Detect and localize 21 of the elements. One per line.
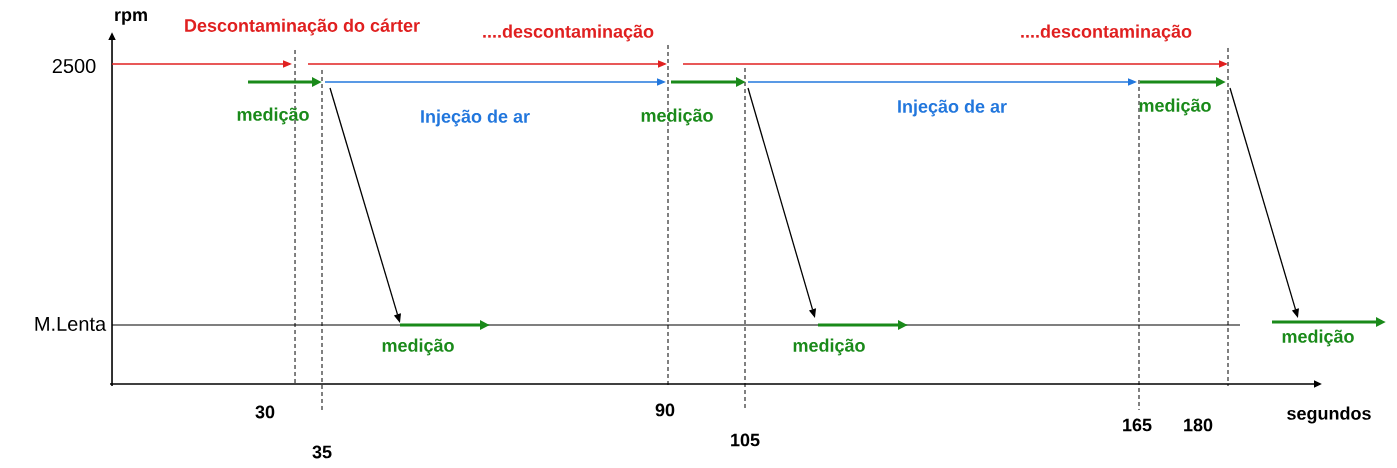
tick-label: 35 — [312, 445, 332, 459]
phase-label: medição — [382, 338, 454, 356]
phase-label: medição — [1282, 329, 1354, 347]
phase-label: ....descontaminação — [1021, 24, 1192, 42]
axis-label: segundos — [1287, 406, 1371, 424]
tick-label: 180 — [1184, 418, 1213, 432]
phase-label: medição — [1139, 98, 1211, 116]
phase-label: Descontaminação do cárter — [185, 18, 420, 36]
phase-label: ....descontaminação — [483, 24, 654, 42]
phase-label: medição — [793, 338, 865, 356]
phase-label: Injeção de ar — [421, 109, 530, 127]
axis-label: rpm — [115, 11, 147, 25]
tick-label: 165 — [1123, 418, 1152, 432]
tick-label: 105 — [731, 433, 760, 447]
phase-label: Injeção de ar — [898, 99, 1007, 117]
phase-label: medição — [237, 107, 309, 125]
phase-label: medição — [641, 108, 713, 126]
tick-label: 30 — [255, 405, 275, 419]
axis-value: 2500 — [52, 58, 96, 74]
axis-value: M.Lenta — [35, 317, 107, 331]
tick-label: 90 — [655, 403, 675, 417]
